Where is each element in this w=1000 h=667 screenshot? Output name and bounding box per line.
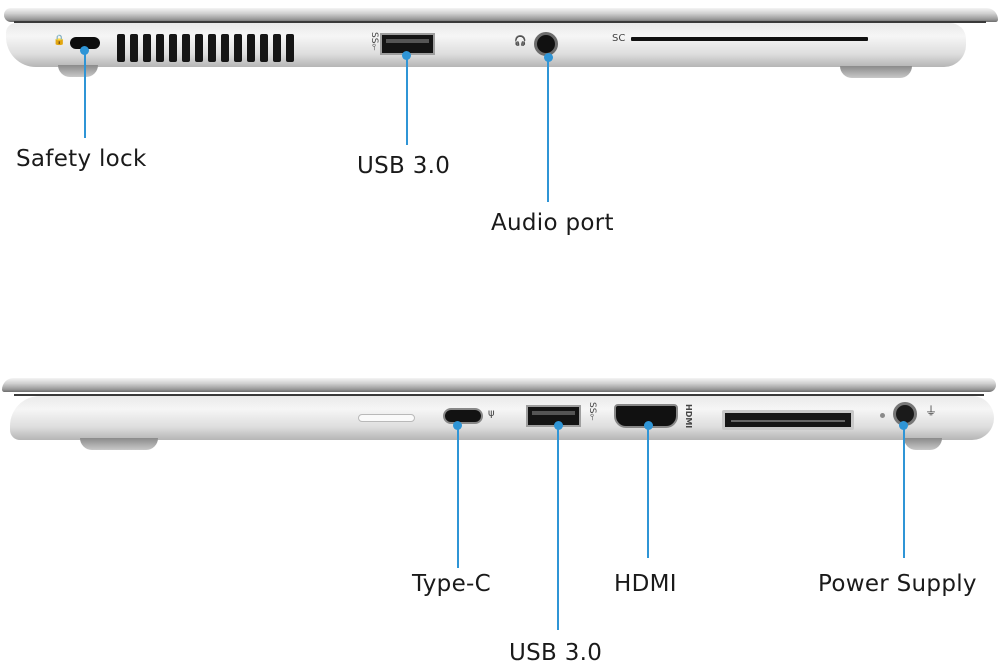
rubber-foot-left — [80, 438, 158, 450]
vent-slot — [208, 34, 216, 62]
usb-icon: ψ — [488, 408, 495, 419]
rubber-foot-right — [840, 66, 912, 78]
rubber-foot-right — [904, 438, 942, 450]
usb-superspeed-icon: SS⟜ — [587, 402, 597, 421]
callout-line-power — [903, 425, 905, 558]
hdmi-marking: HDMI — [684, 404, 693, 429]
callout-line-audio — [547, 57, 549, 202]
callout-line-usb3-right — [557, 425, 559, 630]
vent-slot — [130, 34, 138, 62]
docking-connector — [722, 410, 854, 430]
vent-slot — [117, 34, 125, 62]
headphone-icon: 🎧 — [514, 36, 527, 47]
lid-seam — [14, 21, 986, 23]
callout-line-usb3-left — [406, 55, 408, 145]
laptop-base — [6, 23, 966, 67]
vent-slot — [286, 34, 294, 62]
label-power-supply: Power Supply — [818, 571, 977, 597]
vent-slot — [169, 34, 177, 62]
rubber-foot-left — [58, 65, 98, 77]
vent-slot — [221, 34, 229, 62]
vent-slot — [143, 34, 151, 62]
laptop-lid — [2, 378, 996, 392]
callout-line-safety-lock — [84, 50, 86, 138]
usb-type-c-port — [443, 408, 483, 424]
vent-slot — [195, 34, 203, 62]
label-usb3-left: USB 3.0 — [357, 153, 451, 179]
label-safety-lock: Safety lock — [16, 146, 147, 172]
hdmi-port — [614, 404, 678, 428]
smartcard-label: SC — [612, 33, 626, 44]
vent-slot — [273, 34, 281, 62]
safety-lock-slot — [70, 37, 100, 49]
vent-slot — [182, 34, 190, 62]
vent-slot — [156, 34, 164, 62]
vent-slot — [260, 34, 268, 62]
label-type-c: Type-C — [412, 571, 491, 597]
laptop-lid — [4, 8, 998, 22]
smartcard-slot — [631, 37, 868, 41]
audio-jack — [534, 32, 558, 56]
label-hdmi: HDMI — [614, 571, 677, 597]
vent-grille — [117, 34, 307, 62]
lid-seam — [14, 394, 984, 396]
usb-superspeed-icon: SS⟜ — [369, 32, 379, 51]
power-plug-icon: ⏚ — [925, 404, 938, 418]
vent-slot — [234, 34, 242, 62]
label-usb3-right: USB 3.0 — [509, 640, 603, 666]
lock-icon: 🔒 — [53, 35, 66, 46]
label-audio-port: Audio port — [491, 210, 614, 236]
power-led — [880, 413, 885, 418]
callout-line-type-c — [457, 425, 459, 568]
vent-slot — [247, 34, 255, 62]
sim-slot — [358, 414, 415, 422]
callout-line-hdmi — [647, 425, 649, 558]
usb-3-port — [526, 405, 581, 427]
